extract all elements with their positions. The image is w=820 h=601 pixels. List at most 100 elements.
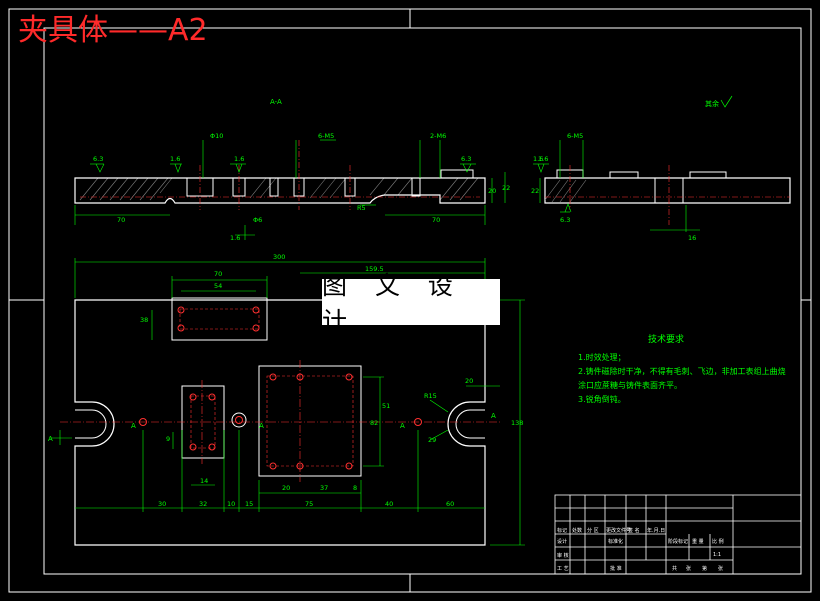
watermark: 图 文 设 计 [322,271,500,336]
tb-cell: 标记 [557,527,567,534]
center-block-holes [269,373,353,470]
tb-cell: 工 艺 [557,566,569,572]
dim-text: 20 [488,187,496,195]
dim-text: 60 [446,500,454,508]
dim-text: 37 [320,484,328,492]
tech-requirement-item: 3.锐角倒钝。 [578,395,626,404]
dim-text: 32 [199,500,207,508]
dim-text: 70 [117,216,125,224]
dim-text: Φ6 [253,216,262,224]
section-hatch [79,177,479,201]
section-marker-a: A [259,422,264,430]
u-slot-left [75,409,107,439]
section-markers: A A A A A [48,412,496,443]
centering-marks [9,9,811,592]
plan-dimension-lines [50,258,525,546]
dim-text: 20 [282,484,290,492]
tb-cell: 重 量 [692,538,704,545]
tb-cell: 阶段标记 [668,538,688,545]
roughness-symbol [720,95,733,108]
dim-text: 20 [465,377,473,385]
dim-text: 1.6 [170,155,180,163]
tech-requirement-item: 涂口应蔗糖与铸件表面齐平。 [578,381,682,390]
section-view: A-A 6.3 1.6 1.6 1.6 6.3 1.6 Φ10 6-M5 2-M… [74,98,548,242]
dim-text: 38 [140,316,148,324]
dim-text: 1.6 [533,155,543,163]
dim-text: 54 [214,282,222,290]
dim-text: Φ10 [210,132,223,140]
section-marker-a: A [48,435,53,443]
dim-text: 15 [245,500,253,508]
tb-cell: 标准化 [608,538,623,545]
dim-text: 82 [370,419,378,427]
dim-text: 6.3 [560,216,570,224]
dim-text: 22 [531,187,539,195]
plan-outline [74,299,486,546]
tb-cell: 签 名 [628,527,640,534]
dim-text: 29 [428,436,436,444]
dim-text: 138 [511,419,523,427]
tb-cell: 张 [686,565,691,572]
dim-text: 1.6 [234,155,244,163]
section-marker-a: A [400,422,405,430]
tech-requirements-title: 技术要求 [648,335,685,345]
center-pin-inner [235,416,243,424]
dim-text: 6-M5 [567,132,583,140]
center-pin-outer [231,412,247,428]
section-dim-texts: 6.3 1.6 1.6 1.6 6.3 1.6 Φ10 6-M5 2-M6 20… [93,132,548,242]
dim-text: 6.3 [461,155,471,163]
tb-cell: 比 例 [712,538,724,545]
tb-cell: 批 准 [610,565,622,572]
left-block-holes [189,393,216,451]
dim-text: 1.6 [538,155,548,163]
tech-requirement-item: 1.时效处理； [578,353,626,362]
inner-frame [43,27,802,575]
dim-text: 159.5 [365,265,384,273]
section-dimension-lines [74,139,506,240]
dim-text: 14 [200,477,208,485]
u-slot-right [455,409,485,439]
dim-text: 75 [305,500,313,508]
dim-text: R15 [424,392,437,400]
plan-view: 300 159.5 70 54 38 20 37 8 82 51 R15 20 … [48,253,525,546]
section-marker-a: A [131,422,136,430]
dim-text: 70 [432,216,440,224]
tb-cell: 审 核 [557,552,569,559]
title-block-texts: 标记 处数 分 区 更改文件号 签 名 年.月.日 设计 标准化 阶段标记 重 … [557,527,724,572]
top-plate [171,297,268,341]
dim-text: 300 [273,253,285,261]
section-label: A-A [270,98,282,106]
tb-cell: 年.月.日 [647,527,665,534]
dim-text: 6-M5 [318,132,334,140]
section-center-lines [80,140,480,210]
side-view-outline [544,177,791,204]
center-block [258,365,362,477]
section-holes [186,169,474,197]
dim-text: 40 [385,500,393,508]
dim-text: R5 [357,204,366,212]
dim-text: 10 [227,500,235,508]
tech-requirement-item: 2.铸件磁除时干净，不得有毛刺、飞边，非加工表组上曲烧 [578,367,786,376]
dim-text: 6.3 [93,155,103,163]
tb-cell: 共 [672,565,677,572]
tb-cell: 第 [702,565,707,572]
top-plate-holes [177,306,260,332]
tb-cell: 张 [718,565,723,572]
section-marker-a: A [491,412,496,420]
drawing-title: 夹具体——A2 [18,13,208,48]
tb-cell: 更改文件号 [606,527,631,534]
side-view: 1.6 6-M5 22 6.3 16 其余 [531,95,791,242]
tb-cell: 1:1 [713,552,721,558]
dim-text: 2-M6 [430,132,446,140]
dim-text: 1.6 [230,234,240,242]
dim-text: 9 [166,435,170,443]
dim-text: 51 [382,402,390,410]
dim-text: 8 [353,484,357,492]
dim-text: 22 [502,184,510,192]
plan-dim-texts: 300 159.5 70 54 38 20 37 8 82 51 R15 20 … [140,253,523,508]
tb-cell: 分 区 [587,527,599,534]
roughness-note: 其余 [705,99,719,108]
dim-text: 70 [214,270,222,278]
section-outline [74,177,486,204]
dim-text: 16 [688,234,696,242]
